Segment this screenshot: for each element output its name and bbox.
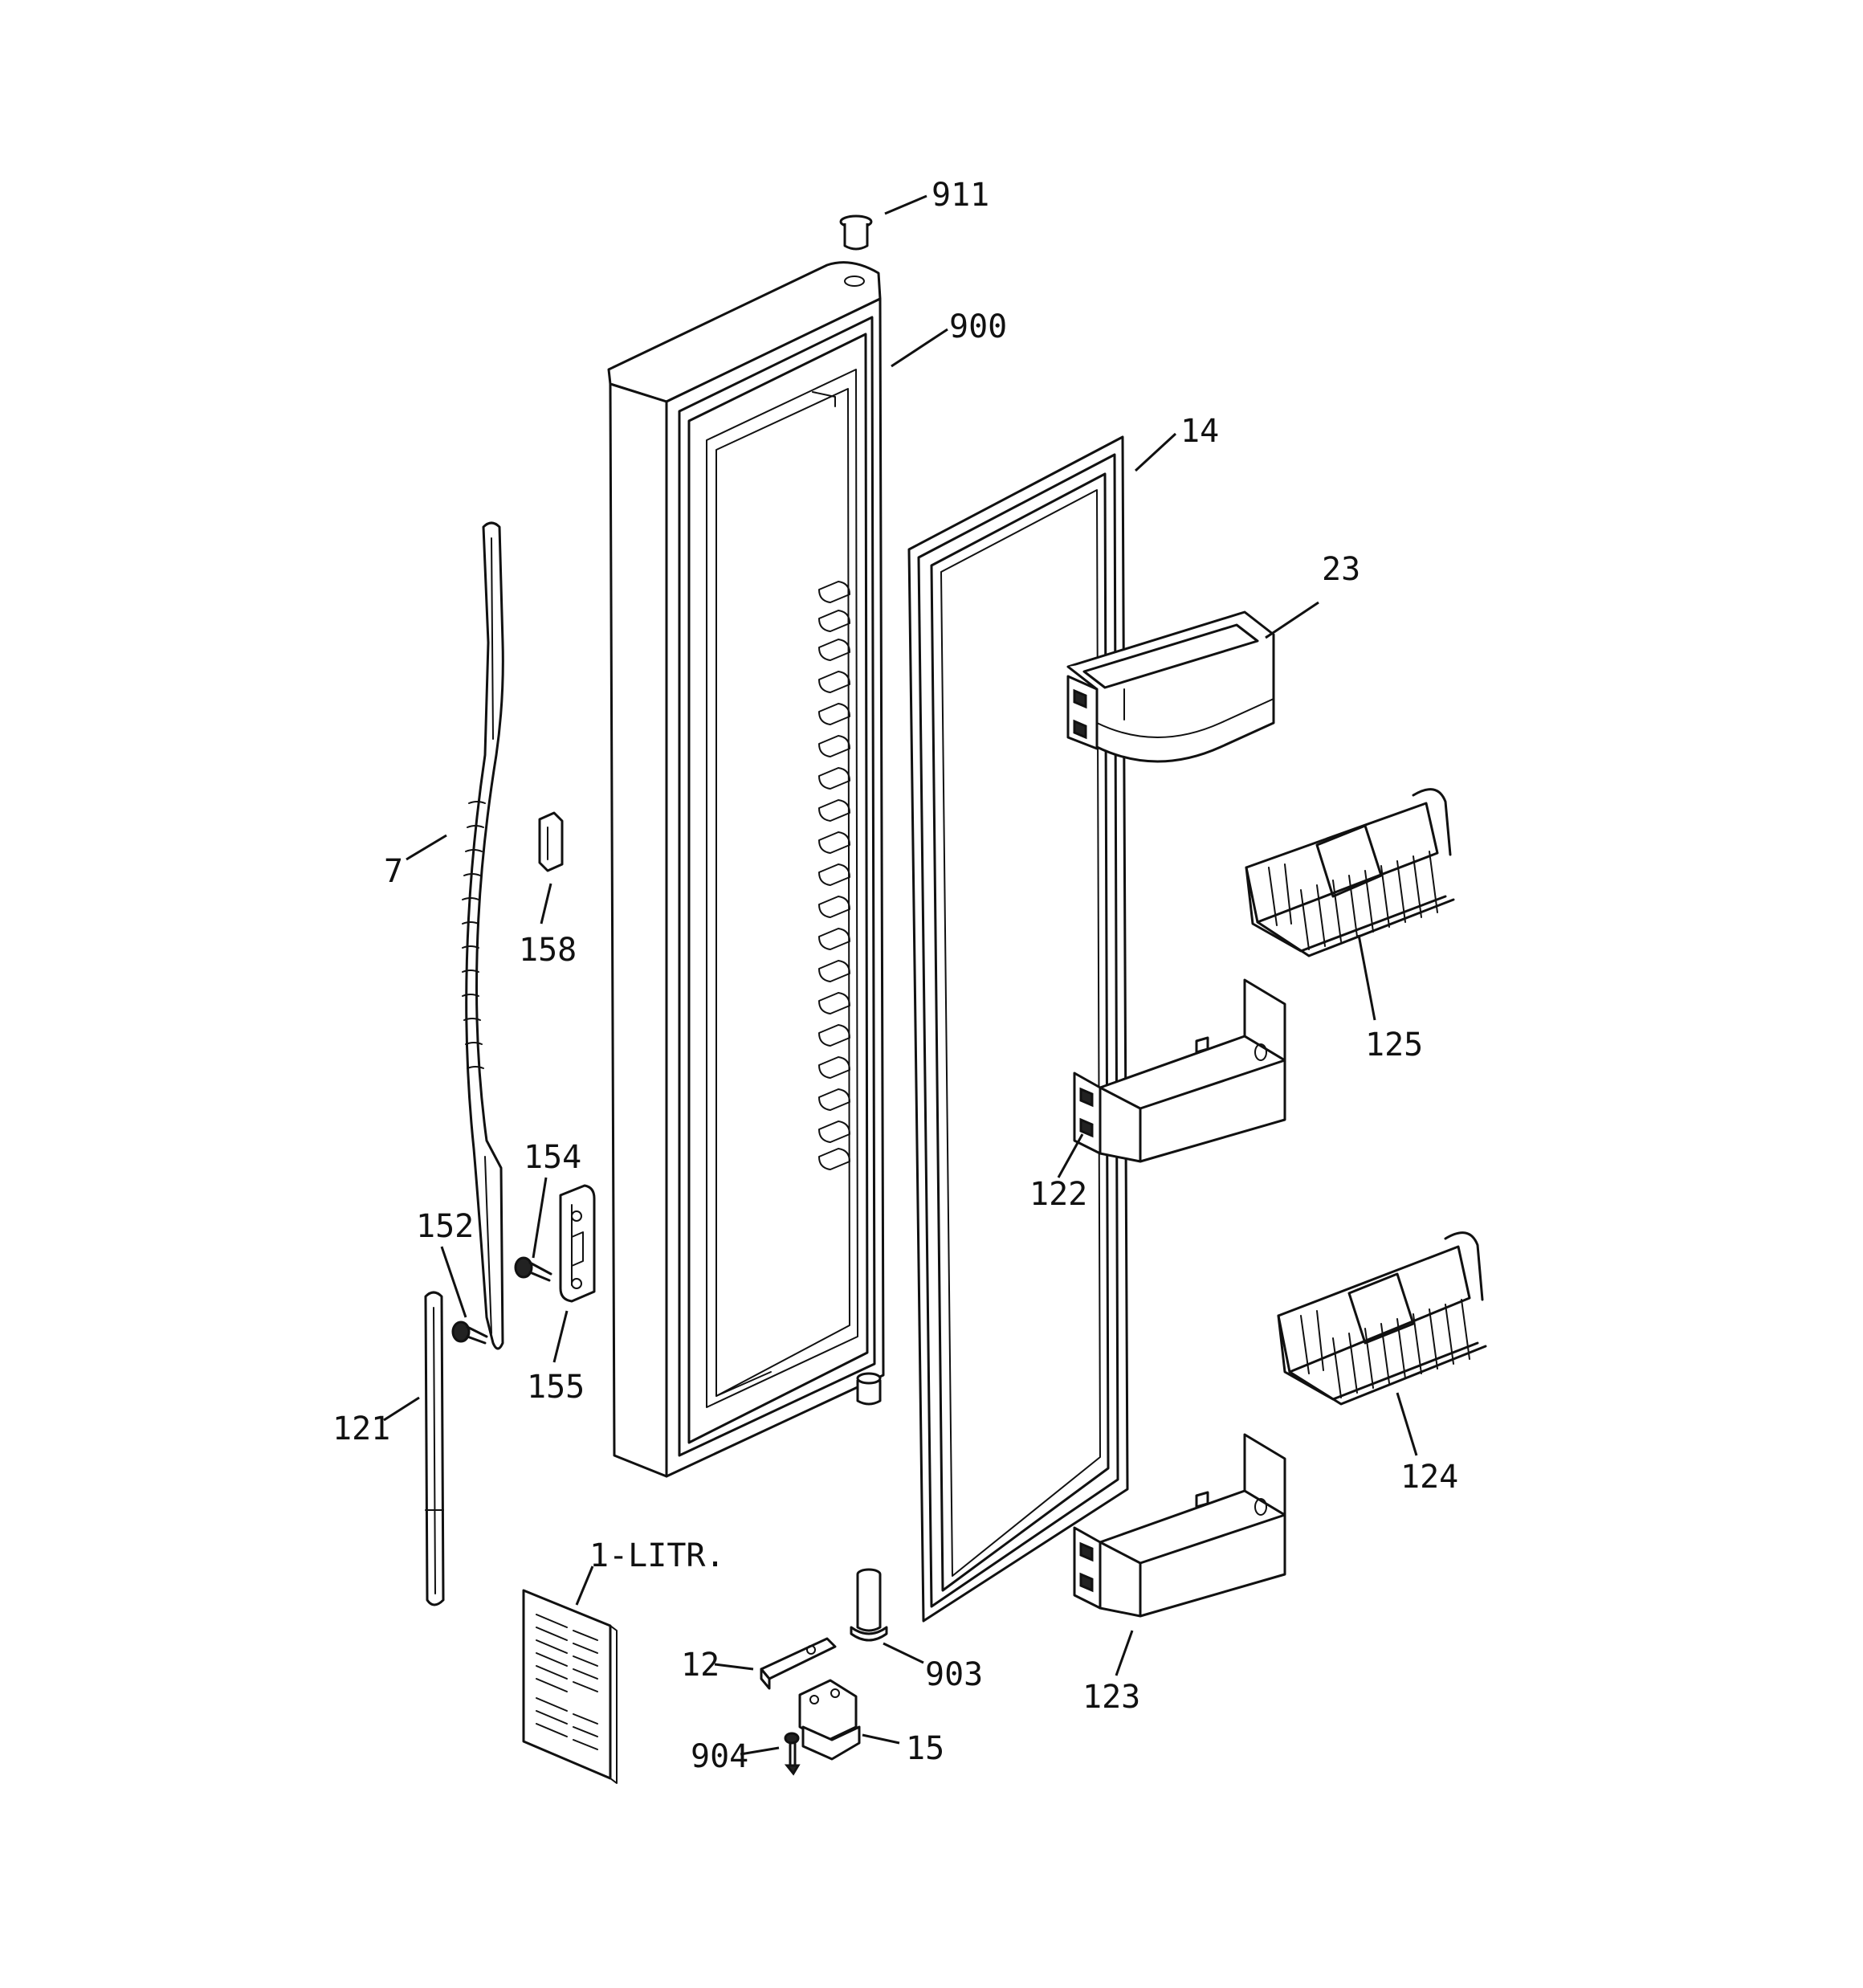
leader-lines [383,194,1418,1756]
label-911: 911 [932,177,989,214]
label-900: 900 [949,308,1007,345]
part-literature-booklet [522,1589,618,1784]
part-152-screw [451,1321,488,1345]
label-123: 123 [1082,1679,1140,1716]
part-125-wire-basket [1245,788,1455,957]
label-152: 152 [416,1208,474,1245]
part-904-screw [784,1732,801,1776]
part-900-door [607,261,885,1478]
label-155: 155 [527,1369,585,1406]
label-122: 122 [1029,1176,1087,1213]
label-158: 158 [519,932,577,969]
part-158-clip [538,811,564,872]
part-121-trim [424,1291,445,1606]
part-154-screw [514,1256,552,1282]
part-14-gasket [907,435,1129,1623]
label-7: 7 [384,853,403,890]
label-23: 23 [1322,551,1360,588]
label-154: 154 [524,1139,581,1176]
part-122-door-bin [1073,978,1286,1163]
part-7-handle [462,521,504,1350]
label-904: 904 [691,1738,748,1775]
label-124: 124 [1400,1459,1458,1496]
part-903-hinge-pin [850,1568,888,1642]
label-121: 121 [332,1410,390,1447]
part-155-bracket [559,1184,596,1303]
label-literature: 1-LITR. [589,1537,725,1574]
label-12: 12 [681,1647,720,1684]
label-15: 15 [906,1730,944,1767]
label-125: 125 [1365,1027,1423,1063]
part-23-door-bin [1066,610,1275,763]
part-911-bushing [839,214,873,251]
door-shelf-clips [818,581,850,1170]
label-903: 903 [925,1656,983,1693]
handle-grip-ridges [462,801,486,1069]
part-124-wire-basket [1277,1231,1487,1406]
part-12-hinge-plate [760,1637,837,1690]
part-15-bottom-hinge [798,1679,861,1761]
label-14: 14 [1180,413,1219,450]
part-123-door-bin [1073,1433,1286,1618]
